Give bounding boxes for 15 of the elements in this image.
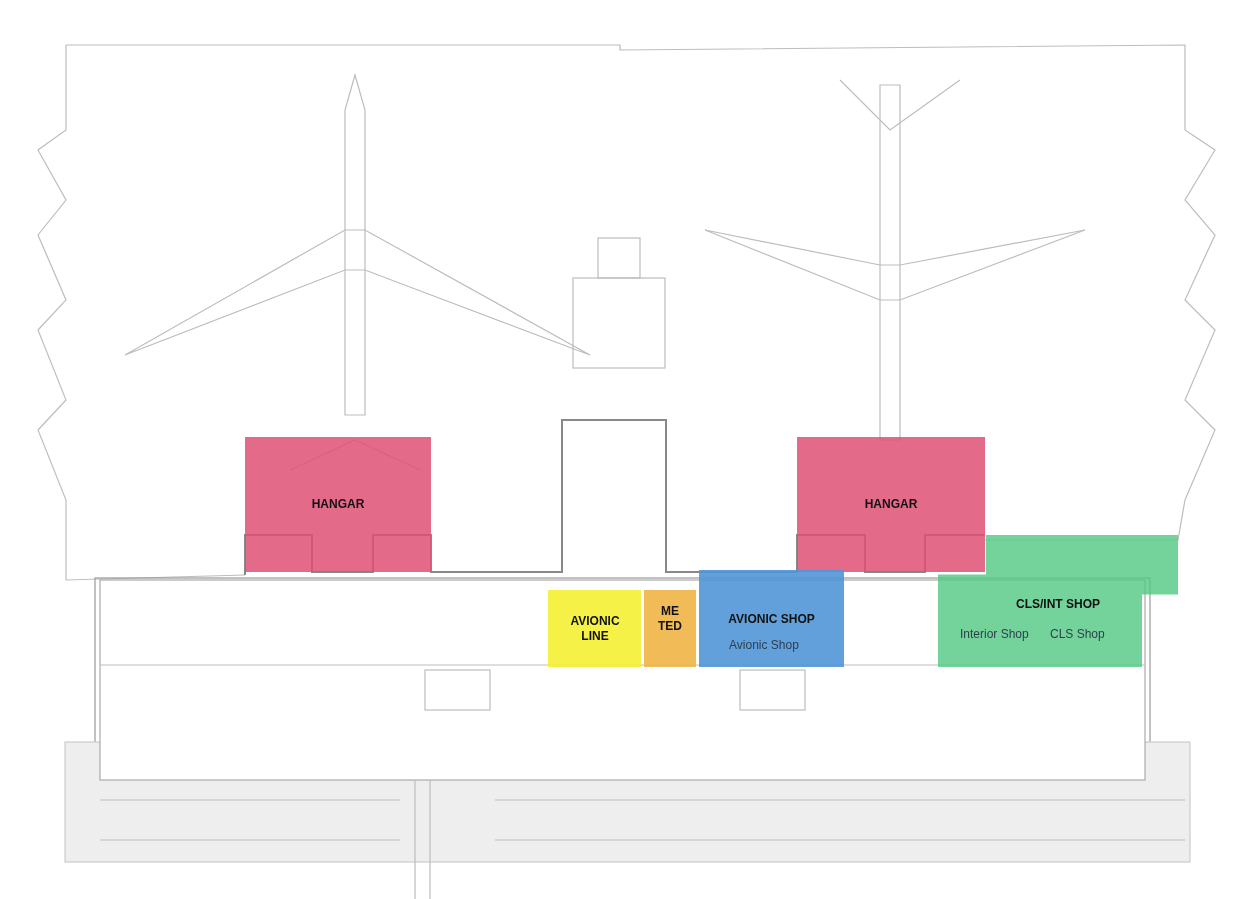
area-label: Interior Shop <box>960 627 1029 641</box>
zone-label: CLS/INT SHOP <box>1015 597 1101 612</box>
zone-label: AVIONIC SHOP <box>727 612 816 627</box>
hangar-zone <box>797 437 985 572</box>
area-label: CLS Shop <box>1050 627 1105 641</box>
cls-int-shop-zone <box>938 535 1178 667</box>
avionic-line-zone <box>548 590 641 667</box>
zone-label: METED <box>658 604 682 634</box>
meted-zone <box>644 590 696 667</box>
area-label: Avionic Shop <box>729 638 799 652</box>
avionic-shop-zone <box>699 570 844 667</box>
zone-label: HANGAR <box>310 497 366 512</box>
zone-label: HANGAR <box>863 497 919 512</box>
zone-label: AVIONIC LINE <box>569 614 621 644</box>
hangar-zone <box>245 437 431 572</box>
